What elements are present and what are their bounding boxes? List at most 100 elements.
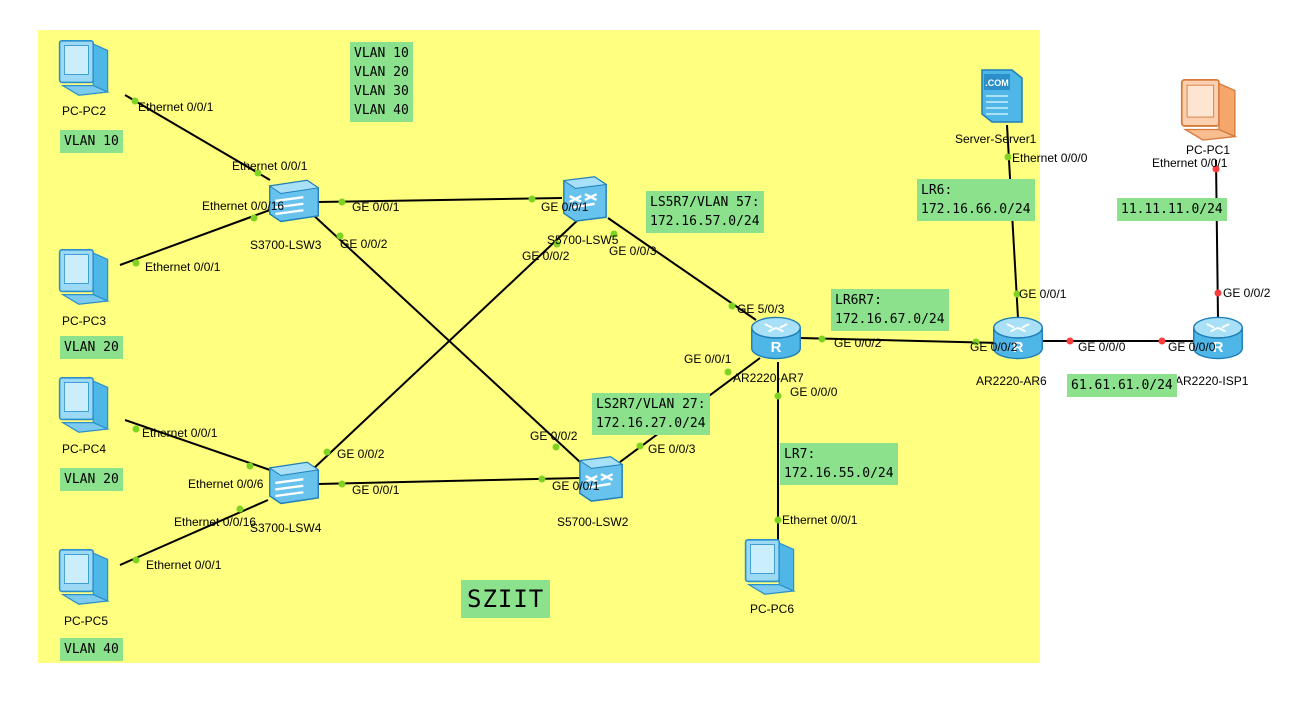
vlan-legend-item: VLAN 30 [354, 84, 409, 99]
port-dot [538, 475, 546, 483]
port-label: GE 0/0/1 [541, 200, 589, 214]
pc6-label: PC-PC6 [750, 602, 795, 616]
port-dot [1066, 337, 1074, 345]
port-label: GE 0/0/3 [648, 442, 696, 456]
port-dot [724, 368, 732, 376]
port-label: GE 0/0/1 [552, 479, 600, 493]
pc5-icon[interactable] [58, 547, 114, 607]
port-dot [1214, 289, 1222, 297]
port-label: Ethernet 0/0/1 [146, 558, 222, 572]
lsw5-icon[interactable] [560, 173, 610, 223]
pc5-vlan-tag: VLAN 40 [60, 638, 123, 661]
lsw3-label: S3700-LSW3 [250, 238, 322, 252]
pc1-icon[interactable] [1180, 78, 1242, 142]
port-dot [246, 462, 254, 470]
subnet-value: 172.16.57.0/24 [650, 214, 760, 229]
pc3-vlan-tag: VLAN 20 [60, 336, 123, 359]
port-label: Ethernet 0/0/1 [145, 260, 221, 274]
port-label: Ethernet 0/0/1 [1152, 156, 1228, 170]
ar6-icon[interactable] [990, 314, 1046, 362]
vlan-legend-item: VLAN 10 [354, 46, 409, 61]
pc2-vlan-tag: VLAN 10 [60, 130, 123, 153]
link-lsw3-lsw5 [317, 197, 563, 203]
port-dot [552, 443, 560, 451]
subnet-value: 172.16.67.0/24 [835, 312, 945, 327]
pc4-icon[interactable] [58, 375, 114, 435]
isp1-icon[interactable] [1190, 314, 1246, 362]
lr6r7-subnet-note: LR6R7: 172.16.67.0/24 [831, 289, 949, 331]
port-dot [1212, 165, 1220, 173]
port-dot [132, 259, 140, 267]
port-label: GE 0/0/1 [1019, 287, 1067, 301]
pc2-icon[interactable] [58, 38, 114, 98]
subnet-title: LR6R7: [835, 293, 882, 308]
ar7-icon[interactable] [748, 314, 804, 362]
port-dot [728, 302, 736, 310]
ar6-label: AR2220-AR6 [976, 374, 1047, 388]
port-label: Ethernet 0/0/0 [1012, 151, 1088, 165]
port-dot [132, 425, 140, 433]
isp1-label: AR2220-ISP1 [1175, 374, 1249, 388]
port-dot [250, 214, 258, 222]
port-dot [132, 556, 140, 564]
sziit-area [38, 30, 1040, 663]
port-label: GE 0/0/2 [337, 447, 385, 461]
pc6-icon[interactable] [744, 537, 800, 597]
port-dot [774, 392, 782, 400]
port-label: GE 0/0/3 [609, 244, 657, 258]
subnet-title: LR6: [921, 183, 953, 198]
subnet-value: 172.16.66.0/24 [921, 202, 1031, 217]
port-label: GE 0/0/2 [530, 429, 578, 443]
port-label: GE 0/0/1 [352, 483, 400, 497]
server1-label: Server-Server1 [955, 132, 1037, 146]
lr7-subnet-note: LR7:172.16.55.0/24 [780, 443, 898, 485]
port-dot [236, 505, 244, 513]
ar6-isp-subnet-note: 61.61.61.0/24 [1067, 374, 1177, 397]
server1-icon[interactable] [978, 66, 1028, 126]
port-label: Ethernet 0/0/6 [188, 477, 264, 491]
port-dot [131, 97, 139, 105]
lsw4-label: S3700-LSW4 [250, 521, 322, 535]
port-label: Ethernet 0/0/1 [232, 159, 308, 173]
port-label: GE 0/0/0 [1078, 340, 1126, 354]
pc1-label: PC-PC1 [1186, 143, 1231, 157]
link-pc4-lsw4 [124, 419, 271, 471]
subnet-value: 172.16.27.0/24 [596, 416, 706, 431]
port-label: GE 5/0/3 [737, 302, 785, 316]
port-dot [1158, 337, 1166, 345]
lsw2-icon[interactable] [576, 453, 626, 503]
link-ar7-ar6 [799, 337, 1001, 344]
port-label: GE 0/0/2 [1223, 286, 1271, 300]
port-dot [553, 240, 561, 248]
port-dot [636, 442, 644, 450]
port-label: GE 0/0/2 [834, 336, 882, 350]
area-label: SZIIT [461, 580, 551, 618]
port-dot [336, 232, 344, 240]
pc5-label: PC-PC5 [64, 614, 109, 628]
lsw2-label: S5700-LSW2 [557, 515, 629, 529]
port-dot [1004, 153, 1012, 161]
port-label: GE 0/0/2 [340, 237, 388, 251]
port-label: GE 0/0/2 [522, 249, 570, 263]
subnet-value: 172.16.55.0/24 [784, 466, 894, 481]
vlan-legend-item: VLAN 40 [354, 103, 409, 118]
link-lsw4-lsw2 [317, 477, 581, 485]
link-lsw4-lsw5 [311, 217, 581, 471]
subnet-title: LS2R7/VLAN 27: [596, 397, 706, 412]
port-dot [610, 230, 618, 238]
port-dot [774, 516, 782, 524]
port-label: Ethernet 0/0/16 [174, 515, 257, 529]
pc4-label: PC-PC4 [62, 442, 107, 456]
port-dot [818, 335, 826, 343]
link-pc5-lsw4 [119, 499, 269, 566]
port-label: GE 0/0/0 [1168, 340, 1216, 354]
port-label: GE 0/0/1 [352, 200, 400, 214]
lsw4-icon[interactable] [266, 458, 322, 506]
pc4-vlan-tag: VLAN 20 [60, 468, 123, 491]
port-label: GE 0/0/0 [790, 385, 838, 399]
pc3-icon[interactable] [58, 247, 114, 307]
isp-pc1-subnet-note: 11.11.11.0/24 [1117, 198, 1227, 221]
link-pc2-lsw3 [124, 94, 271, 181]
subnet-title: LS5R7/VLAN 57: [650, 195, 760, 210]
